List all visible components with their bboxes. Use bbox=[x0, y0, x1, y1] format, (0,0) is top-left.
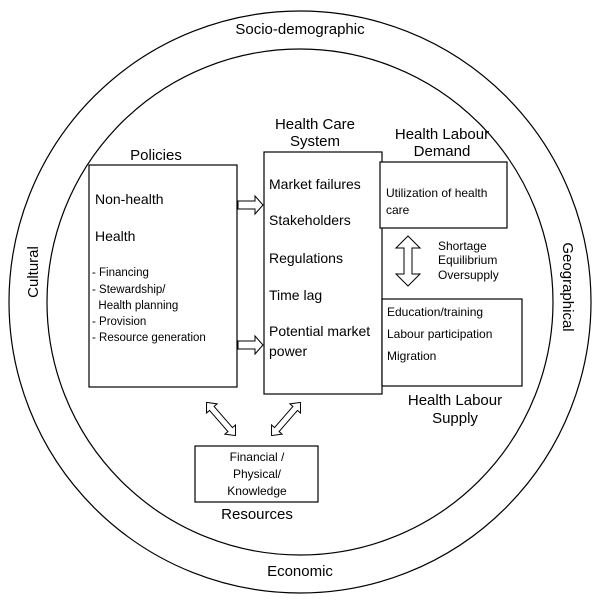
policies-sub-health-planning: Health planning bbox=[92, 300, 178, 312]
ring-label-top: Socio-demographic bbox=[235, 21, 365, 38]
supply-box bbox=[381, 298, 523, 387]
inner-ring bbox=[46, 48, 554, 556]
ring-label-bottom: Economic bbox=[267, 563, 333, 580]
state-equilibrium: Equilibrium bbox=[438, 253, 497, 267]
resources-line-financial: Financial / bbox=[230, 450, 285, 464]
policies-sub-financing: - Financing bbox=[92, 267, 149, 279]
hcs-item-time-lag: Time lag bbox=[269, 287, 322, 303]
hcs-title-line2: System bbox=[290, 133, 340, 150]
policies-resources-double-arrow bbox=[206, 401, 236, 437]
resources-box bbox=[194, 445, 319, 503]
policies-box bbox=[88, 164, 238, 388]
ring-label-right: Geographical bbox=[559, 242, 576, 331]
policies-item-health: Health bbox=[95, 228, 135, 244]
resources-line-physical: Physical/ bbox=[233, 467, 282, 481]
policies-sub-resource-generation: - Resource generation bbox=[92, 332, 206, 344]
policies-item-non-health: Non-health bbox=[95, 191, 164, 207]
state-oversupply: Oversupply bbox=[438, 268, 499, 282]
demand-title-line1: Health Labour bbox=[395, 126, 489, 143]
demand-supply-double-arrow bbox=[394, 235, 422, 287]
demand-text-line2: care bbox=[386, 203, 410, 217]
supply-title-line1: Health Labour bbox=[408, 392, 502, 409]
supply-item-education: Education/training bbox=[387, 305, 483, 319]
policies-to-hcs-arrow-top bbox=[237, 194, 264, 216]
hcs-item-stakeholders: Stakeholders bbox=[269, 212, 351, 228]
policies-title: Policies bbox=[130, 147, 182, 164]
ring-label-left: Cultural bbox=[25, 246, 42, 298]
hcs-item-regulations: Regulations bbox=[269, 250, 343, 266]
supply-item-labour-participation: Labour participation bbox=[387, 327, 492, 341]
hcs-title-line1: Health Care bbox=[275, 116, 355, 133]
hcs-item-power: power bbox=[269, 343, 307, 359]
demand-title-line2: Demand bbox=[414, 143, 471, 160]
outer-ring bbox=[8, 10, 592, 594]
resources-line-knowledge: Knowledge bbox=[227, 484, 287, 498]
supply-item-migration: Migration bbox=[387, 349, 436, 363]
policies-to-hcs-arrow-bottom bbox=[237, 334, 264, 356]
policies-sub-provision: - Provision bbox=[92, 316, 146, 328]
demand-text-line1: Utilization of health bbox=[386, 186, 487, 200]
state-shortage: Shortage bbox=[438, 239, 487, 253]
hcs-item-potential-market: Potential market bbox=[269, 323, 370, 339]
supply-title-line2: Supply bbox=[432, 410, 478, 427]
policies-sub-stewardship: - Stewardship/ bbox=[92, 284, 166, 296]
hcs-item-market-failures: Market failures bbox=[269, 176, 361, 192]
hcs-box bbox=[263, 151, 383, 395]
demand-box bbox=[379, 161, 508, 229]
resources-title: Resources bbox=[221, 506, 293, 523]
hcs-resources-double-arrow bbox=[271, 401, 301, 437]
